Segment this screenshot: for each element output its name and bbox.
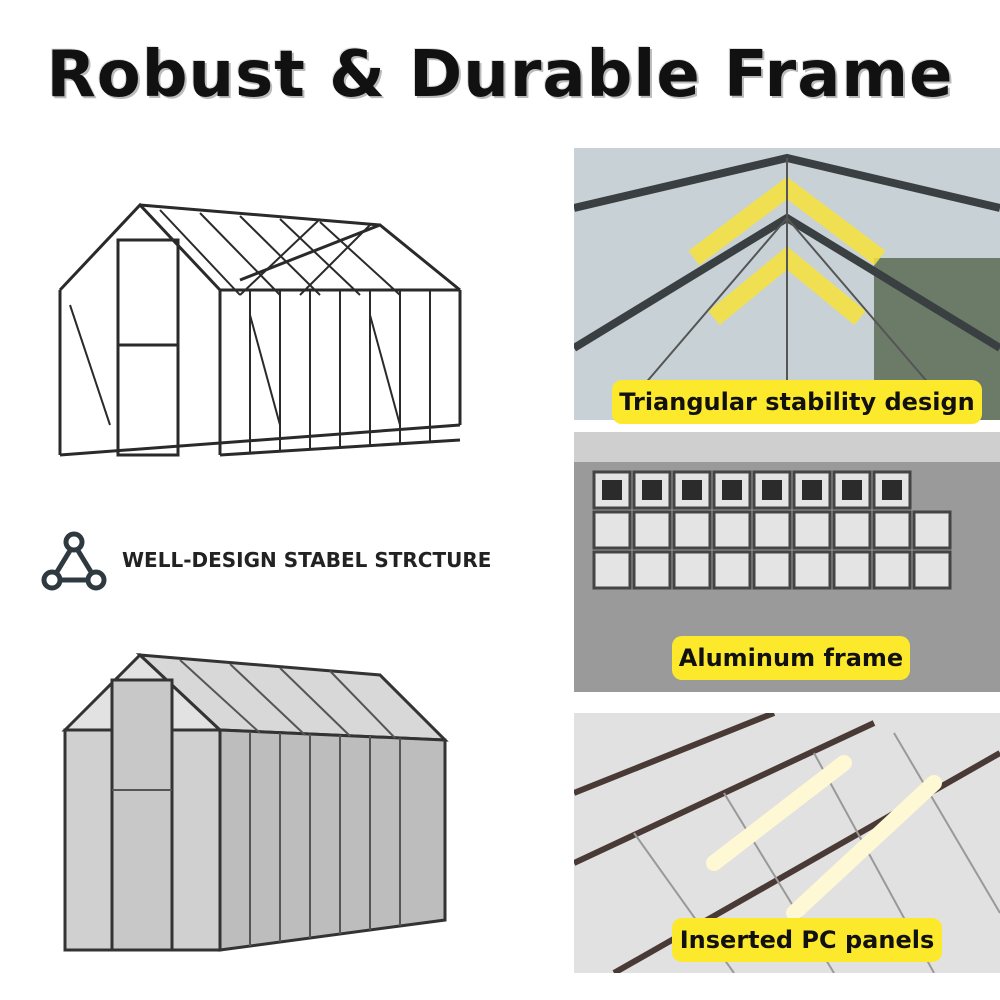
page-title: Robust & Durable Frame [46, 38, 954, 112]
roof-truss-photo [574, 148, 1000, 420]
network-triangle-icon [38, 530, 110, 594]
greenhouse-frame-illustration [40, 185, 480, 485]
caption-aluminum: Aluminum frame [672, 636, 910, 680]
caption-pc-panels: Inserted PC panels [672, 918, 942, 962]
feature-label: WELL-DESIGN STABEL STRCTURE [122, 548, 492, 572]
caption-triangular: Triangular stability design [612, 380, 982, 424]
greenhouse-panels-illustration [50, 640, 470, 970]
